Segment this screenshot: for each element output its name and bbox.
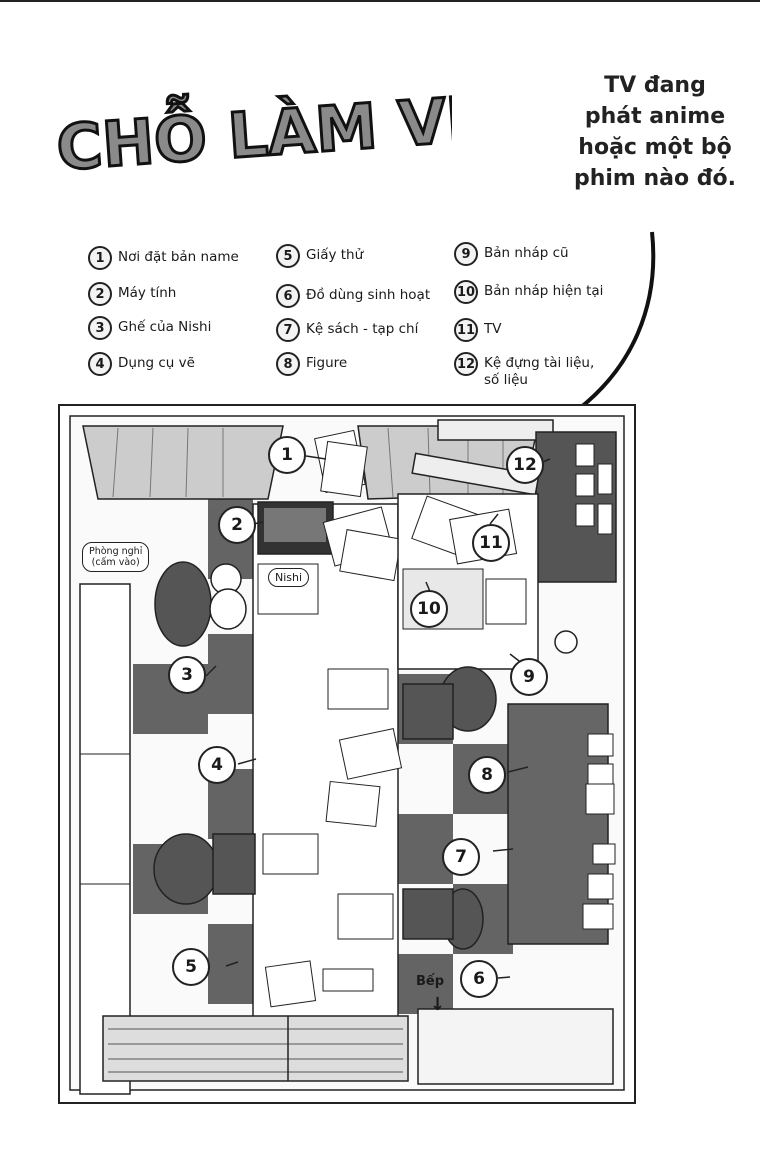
legend-label: Nơi đặt bản name xyxy=(118,249,239,265)
legend-label: Kệ đựng tài liệu, số liệu xyxy=(484,355,595,388)
legend-item: 5 Giấy thử xyxy=(276,244,363,268)
legend-item: 11 TV xyxy=(454,318,501,342)
legend-label: Giấy thử xyxy=(306,247,364,263)
rest-room-label: Phòng nghỉ (cấm vào) xyxy=(82,542,150,572)
map-marker-7: 7 xyxy=(442,838,480,876)
legend-label: TV xyxy=(484,321,502,337)
legend-item: 6 Đồ dùng sinh hoạt xyxy=(276,284,430,308)
map-marker-4: 4 xyxy=(198,746,236,784)
legend-number: 7 xyxy=(276,318,300,342)
legend-label: Bản nháp cũ xyxy=(484,245,569,261)
desk-paper-text: Nishi xyxy=(268,568,310,587)
legend-item: 1 Nơi đặt bản name xyxy=(88,246,239,270)
legend-label: Ghế của Nishi xyxy=(118,319,212,335)
legend-number: 5 xyxy=(276,244,300,268)
map-marker-2: 2 xyxy=(218,506,256,544)
kitchen-label: Bếp xyxy=(416,974,445,989)
legend-item: 10 Bản nháp hiện tại xyxy=(454,280,603,304)
legend-number: 1 xyxy=(88,246,112,270)
legend-item: 12 Kệ đựng tài liệu, số liệu xyxy=(454,352,594,389)
legend-number: 2 xyxy=(88,282,112,306)
top-border xyxy=(0,0,760,2)
floor-plan: 1 2 3 4 5 6 7 8 9 10 11 12 Phòng nghỉ (c… xyxy=(58,404,636,1104)
speech-bubble-text: TV đang phát anime hoặc một bộ phim nào … xyxy=(573,73,737,191)
legend-number: 11 xyxy=(454,318,478,342)
page-title: CHỖ LÀM VIỆC xyxy=(52,38,561,188)
map-marker-6: 6 xyxy=(460,960,498,998)
map-marker-5: 5 xyxy=(172,948,210,986)
legend-item: 3 Ghế của Nishi xyxy=(88,316,211,340)
map-marker-3: 3 xyxy=(168,656,206,694)
legend-label: Figure xyxy=(306,355,348,371)
legend-label: Đồ dùng sinh hoạt xyxy=(306,287,431,303)
legend-item: 2 Máy tính xyxy=(88,282,176,306)
legend-number: 8 xyxy=(276,352,300,376)
map-marker-8: 8 xyxy=(468,756,506,794)
map-marker-1: 1 xyxy=(268,436,306,474)
map-marker-10: 10 xyxy=(410,590,448,628)
legend-number: 4 xyxy=(88,352,112,376)
legend-label: Máy tính xyxy=(118,285,177,301)
kitchen-arrow-icon: ↓ xyxy=(430,994,446,1015)
legend-item: 7 Kệ sách - tạp chí xyxy=(276,318,418,342)
legend-item: 8 Figure xyxy=(276,352,347,376)
legend-item: 4 Dụng cụ vẽ xyxy=(88,352,195,376)
floor-plan-drawing xyxy=(58,404,636,1104)
legend-number: 6 xyxy=(276,284,300,308)
legend-number: 10 xyxy=(454,280,478,304)
map-marker-9: 9 xyxy=(510,658,548,696)
legend-item: 9 Bản nháp cũ xyxy=(454,242,569,266)
legend-label: Dụng cụ vẽ xyxy=(118,355,195,371)
map-marker-12: 12 xyxy=(506,446,544,484)
legend-number: 12 xyxy=(454,352,478,376)
legend-number: 3 xyxy=(88,316,112,340)
map-marker-11: 11 xyxy=(472,524,510,562)
legend-label: Kệ sách - tạp chí xyxy=(306,321,419,337)
title-text: CHỖ LÀM VIỆC xyxy=(54,68,452,185)
legend: 1 Nơi đặt bản name 2 Máy tính 3 Ghế của … xyxy=(86,238,726,388)
legend-label: Bản nháp hiện tại xyxy=(484,283,604,299)
legend-number: 9 xyxy=(454,242,478,266)
